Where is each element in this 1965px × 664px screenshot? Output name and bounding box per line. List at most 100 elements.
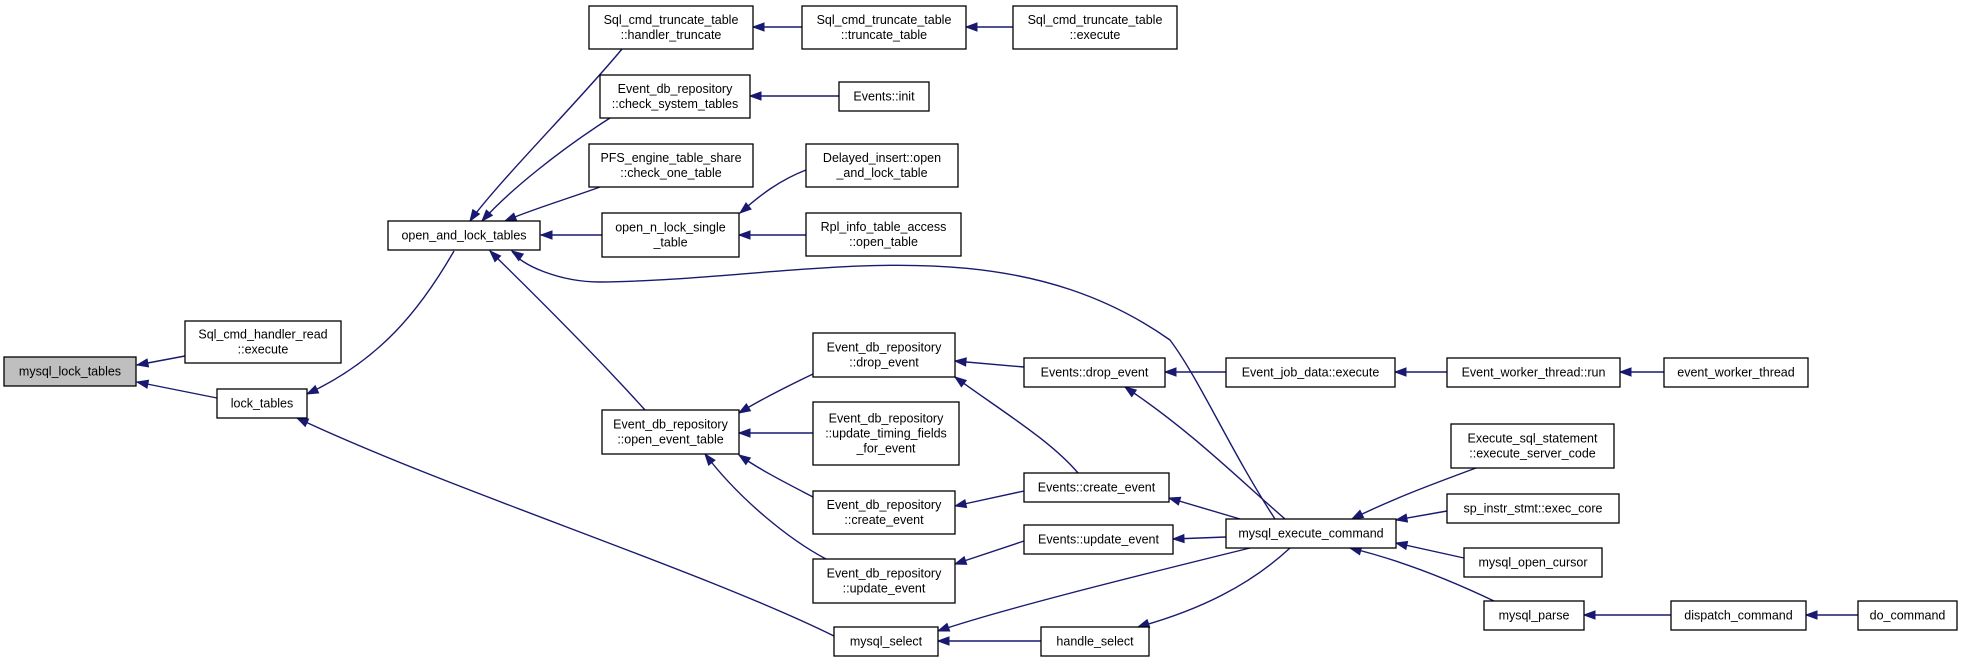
node-box — [1450, 423, 1615, 469]
node-mysql-execute-command[interactable]: mysql_execute_command — [1225, 518, 1397, 549]
edge-pfs_check-to-open_and_lock_tables — [503, 186, 601, 222]
arrowhead — [1350, 509, 1365, 520]
arrowhead — [737, 454, 752, 466]
edge-sp_instr_stmt-to-mysql_execute_command — [1394, 510, 1448, 523]
node-trunc-execute[interactable]: Sql_cmd_truncate_table::execute — [1012, 5, 1178, 50]
node-box — [1483, 600, 1585, 631]
node-label: Delayed_insert::open — [823, 151, 941, 165]
node-box — [1857, 600, 1958, 631]
arrowhead — [964, 22, 978, 32]
node-mysql-lock-tables[interactable]: mysql_lock_tables — [3, 356, 137, 387]
node-open-and-lock-tables[interactable]: open_and_lock_tables — [387, 220, 541, 251]
arrowhead — [305, 384, 320, 395]
node-sql-cmd-handler-read[interactable]: Sql_cmd_handler_read::execute — [184, 320, 342, 364]
node-events-drop-event[interactable]: Events::drop_event — [1023, 357, 1166, 388]
node-label: Sql_cmd_truncate_table — [817, 13, 952, 27]
node-label: Events::drop_event — [1041, 366, 1149, 380]
edge-line — [1137, 547, 1291, 628]
node-box — [184, 320, 342, 364]
node-box — [599, 74, 751, 119]
node-trunc-handler[interactable]: Sql_cmd_truncate_table::handler_truncate — [588, 5, 754, 50]
edge-line — [954, 376, 1079, 474]
node-label: ::execute — [238, 343, 289, 357]
node-delayed-insert[interactable]: Delayed_insert::open_and_lock_table — [805, 143, 959, 188]
node-mysql-open-cursor[interactable]: mysql_open_cursor — [1463, 547, 1603, 578]
node-dispatch-command[interactable]: dispatch_command — [1670, 600, 1807, 631]
node-event-worker-thread[interactable]: event_worker_thread — [1663, 357, 1809, 388]
node-events-create-event[interactable]: Events::create_event — [1023, 472, 1170, 503]
edge-line — [738, 454, 814, 498]
node-label: Event_db_repository — [827, 567, 942, 581]
node-event-worker-run[interactable]: Event_worker_thread::run — [1446, 357, 1621, 388]
node-pfs-check[interactable]: PFS_engine_table_share::check_one_table — [588, 143, 754, 188]
node-box — [1023, 524, 1174, 555]
node-edb-update-event[interactable]: Event_db_repository::update_event — [812, 558, 956, 604]
arrowhead — [1394, 513, 1409, 523]
node-edb-check-sys[interactable]: Event_db_repository::check_system_tables — [599, 74, 751, 119]
edge-trunc_truncate-to-trunc_handler — [751, 22, 802, 32]
node-box — [601, 409, 740, 455]
edge-trunc_execute-to-trunc_truncate — [964, 22, 1013, 32]
node-box — [1463, 547, 1603, 578]
arrowhead — [469, 208, 481, 223]
edge-mysql_execute_command-to-events_drop_event — [1123, 386, 1286, 520]
edge-line — [937, 547, 1251, 632]
node-handle-select[interactable]: handle_select — [1040, 626, 1150, 657]
node-box — [1446, 357, 1621, 388]
edge-dispatch_command-to-mysql_parse — [1582, 610, 1671, 620]
arrowhead — [481, 209, 494, 223]
node-label: ::execute — [1070, 28, 1121, 42]
node-open-n-lock[interactable]: open_n_lock_single_table — [601, 212, 740, 258]
node-mysql-parse[interactable]: mysql_parse — [1483, 600, 1585, 631]
node-label: Execute_sql_statement — [1468, 432, 1598, 446]
edge-line — [738, 373, 814, 414]
node-edb-update-timing[interactable]: Event_db_repository::update_timing_field… — [812, 401, 960, 466]
edge-line — [296, 417, 835, 637]
arrowhead — [704, 452, 716, 466]
node-event-job-data-execute[interactable]: Event_job_data::execute — [1225, 357, 1396, 388]
node-sp-instr-stmt[interactable]: sp_instr_stmt::exec_core — [1446, 493, 1620, 524]
node-edb-create-event[interactable]: Event_db_repository::create_event — [812, 490, 956, 535]
edge-mysql_execute_command-to-handle_select — [1136, 547, 1291, 628]
edge-execute_sql_statement-to-mysql_execute_command — [1350, 467, 1477, 520]
arrowhead — [1618, 367, 1632, 377]
node-label: do_command — [1870, 609, 1946, 623]
edge-edb_check_sys-to-open_and_lock_tables — [481, 117, 611, 223]
node-label: mysql_select — [850, 635, 923, 649]
node-label: ::update_event — [843, 582, 926, 596]
node-label: PFS_engine_table_share — [600, 151, 741, 165]
node-box — [833, 626, 939, 657]
arrowhead — [953, 376, 968, 388]
node-events-init[interactable]: Events::init — [838, 81, 930, 112]
edge-line — [1168, 497, 1241, 520]
edge-trunc_handler-to-open_and_lock_tables — [469, 48, 623, 223]
edge-edb_create_event-to-edb_open_event_table — [737, 454, 814, 498]
node-box — [812, 490, 956, 535]
node-do-command[interactable]: do_command — [1857, 600, 1958, 631]
node-trunc-truncate[interactable]: Sql_cmd_truncate_table::truncate_table — [801, 5, 967, 50]
node-rpl-info[interactable]: Rpl_info_table_access::open_table — [805, 212, 962, 257]
node-box — [588, 5, 754, 50]
node-edb-open-event-table[interactable]: Event_db_repository::open_event_table — [601, 409, 740, 455]
node-edb-drop-event[interactable]: Event_db_repository::drop_event — [812, 332, 956, 378]
node-lock-tables[interactable]: lock_tables — [216, 388, 308, 419]
node-execute-sql-statement[interactable]: Execute_sql_statement::execute_server_co… — [1450, 423, 1615, 469]
edge-events_create_event-to-edb_create_event — [953, 490, 1025, 509]
node-label: Sql_cmd_truncate_table — [1028, 13, 1163, 27]
node-label: _table — [652, 236, 687, 250]
node-label: Event_job_data::execute — [1242, 366, 1380, 380]
node-label: _for_event — [855, 442, 916, 456]
node-events-update-event[interactable]: Events::update_event — [1023, 524, 1174, 555]
node-label: ::handler_truncate — [621, 28, 722, 42]
edge-line — [954, 490, 1025, 507]
arrowhead — [510, 250, 525, 262]
node-box — [838, 81, 930, 112]
node-box — [3, 356, 137, 387]
node-mysql-select[interactable]: mysql_select — [833, 626, 939, 657]
edge-events_update_event-to-edb_update_event — [953, 540, 1025, 565]
node-label: ::execute_server_code — [1469, 447, 1596, 461]
node-box — [1225, 518, 1397, 549]
edge-line — [511, 250, 1276, 520]
arrowhead — [738, 202, 752, 214]
